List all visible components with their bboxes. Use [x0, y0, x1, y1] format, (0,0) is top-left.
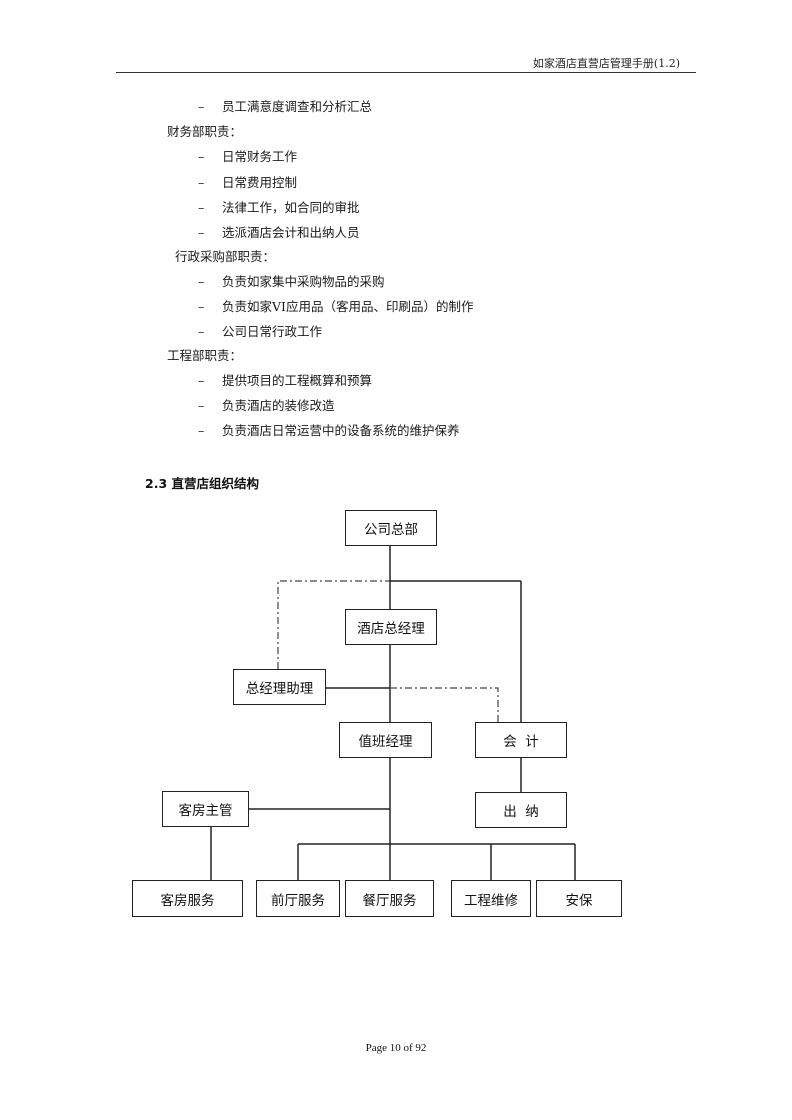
- list-item: –负责如家集中采购物品的采购: [198, 274, 385, 289]
- org-node-assistant: 总经理助理: [233, 669, 326, 705]
- list-item: –选派酒店会计和出纳人员: [198, 225, 360, 240]
- list-item: –负责酒店日常运营中的设备系统的维护保养: [198, 423, 460, 438]
- page-number: Page 10 of 92: [365, 1042, 427, 1054]
- responsibility-heading: 工程部职责：: [167, 348, 243, 363]
- org-node-restaurant: 餐厅服务: [345, 880, 434, 917]
- org-node-gm: 酒店总经理: [345, 609, 437, 645]
- bullet-dash: –: [198, 423, 205, 438]
- bullet-dash: –: [198, 398, 205, 413]
- list-item: –日常财务工作: [198, 149, 298, 164]
- list-item: –负责如家VI应用品（客用品、印刷品）的制作: [198, 299, 474, 314]
- org-node-room-service: 客房服务: [132, 880, 243, 917]
- bullet-dash: –: [198, 175, 205, 190]
- bullet-dash: –: [198, 99, 205, 114]
- list-item: –日常费用控制: [198, 175, 298, 190]
- responsibility-heading: 行政采购部职责：: [175, 249, 276, 264]
- section-title: 2.3 直营店组织结构: [145, 476, 259, 491]
- header-rule: [116, 72, 696, 73]
- org-node-duty-manager: 值班经理: [339, 722, 432, 758]
- list-item: –法律工作，如合同的审批: [198, 200, 360, 215]
- org-node-housekeeping-supervisor: 客房主管: [162, 791, 249, 827]
- org-node-security: 安保: [536, 880, 622, 917]
- org-node-accountant: 会 计: [475, 722, 567, 758]
- list-item: –提供项目的工程概算和预算: [198, 373, 373, 388]
- bullet-dash: –: [198, 299, 205, 314]
- bullet-dash: –: [198, 324, 205, 339]
- dotted-assistant-accountant: [390, 687, 499, 722]
- org-node-cashier: 出 纳: [475, 792, 567, 828]
- document-header-title: 如家酒店直营店管理手册(1.2): [532, 57, 680, 70]
- bullet-dash: –: [198, 225, 205, 240]
- responsibility-heading: 财务部职责：: [167, 124, 243, 139]
- org-node-front-desk: 前厅服务: [256, 880, 340, 917]
- bullet-dash: –: [198, 373, 205, 388]
- org-node-engineering: 工程维修: [451, 880, 531, 917]
- list-item: –员工满意度调查和分析汇总: [198, 99, 373, 114]
- bullet-dash: –: [198, 274, 205, 289]
- list-item: –负责酒店的装修改造: [198, 398, 335, 413]
- list-item: –公司日常行政工作: [198, 324, 323, 339]
- bullet-dash: –: [198, 200, 205, 215]
- bullet-dash: –: [198, 149, 205, 164]
- org-node-hq: 公司总部: [345, 510, 437, 546]
